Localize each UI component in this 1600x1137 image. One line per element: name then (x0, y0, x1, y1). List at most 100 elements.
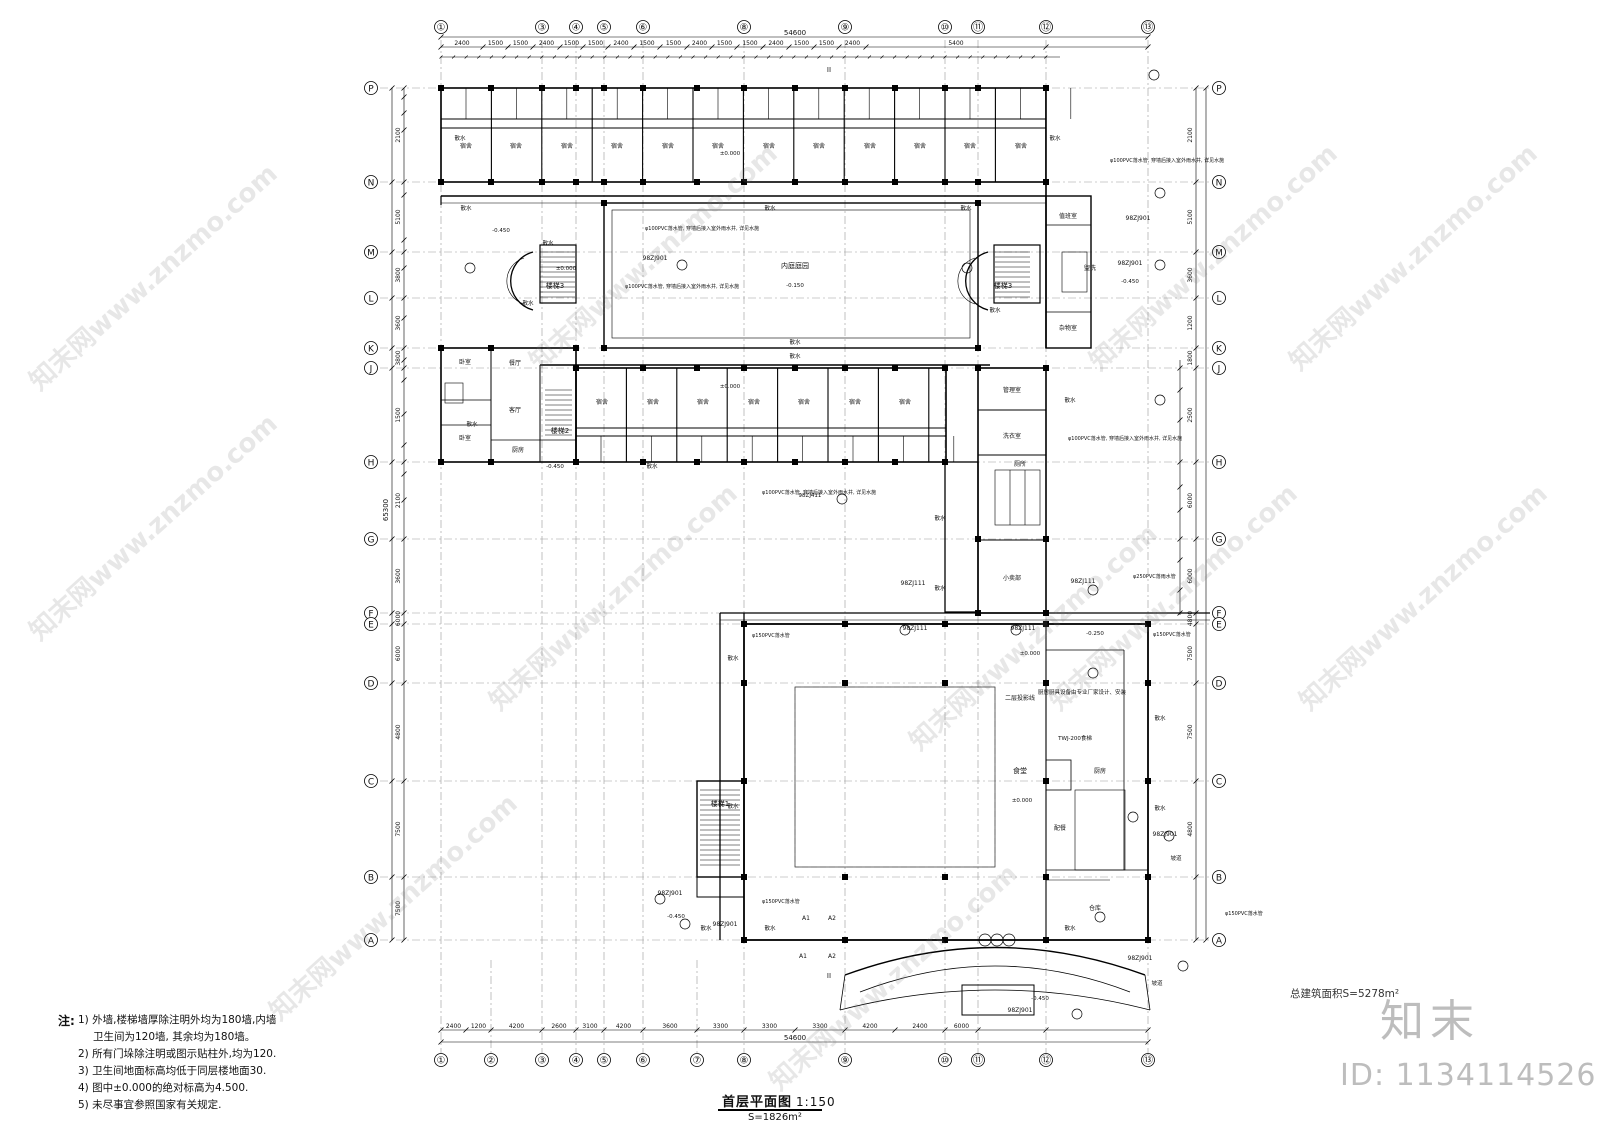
axis-bubble (535, 20, 549, 34)
dimension-tick (389, 680, 395, 686)
axis-bubble-label: ⑪ (973, 1055, 983, 1067)
dimension-tick (666, 55, 670, 59)
dimension-text: 1500 (819, 40, 834, 47)
stair3-curve-right-inner (957, 257, 976, 305)
apron-label: 散水 (454, 134, 466, 142)
building-walls (440, 87, 1210, 1016)
column (601, 179, 607, 185)
dimension-text: 1500 (488, 40, 503, 47)
dimension-text: 2400 (539, 40, 554, 47)
dimension-tick (605, 44, 611, 50)
axis-bubble (364, 175, 378, 189)
section-mark: II (827, 972, 831, 980)
axis-bubble (364, 291, 378, 305)
column (942, 85, 948, 91)
dimension-tick (829, 55, 834, 59)
axis-bubble-label: G (368, 535, 375, 545)
dimension-tick (1145, 34, 1151, 40)
column (640, 179, 646, 185)
apron-label: 散水 (1154, 804, 1166, 812)
apron-label: 散水 (1064, 396, 1076, 404)
dimension-text: 4200 (616, 1023, 631, 1030)
dimension-text: 1500 (513, 40, 528, 47)
caretaker-apartment (440, 347, 577, 463)
grid-ref: A1 (799, 953, 807, 960)
column (1043, 680, 1049, 686)
floor-area: S=1826m² (748, 1112, 802, 1123)
axis-bubble (484, 1053, 498, 1067)
column (640, 459, 646, 465)
axis-bubble-label: D (368, 679, 375, 689)
dimension-tick (401, 85, 407, 91)
column (1043, 621, 1049, 627)
dimension-tick (580, 44, 586, 50)
pipe-note: φ100PVC落水管, 穿墙后接入室外雨水井, 详见水施 (645, 225, 759, 232)
dimension-text: 2400 (845, 40, 860, 47)
dimension-text: 7500 (395, 901, 402, 916)
dimension-tick (615, 55, 620, 59)
room-label-kitchen-south: 厨房 (1094, 767, 1106, 775)
dimension-text: 3300 (713, 1023, 728, 1030)
standard-ref: 98ZJ901 (643, 255, 668, 262)
dimension-tick (741, 1027, 747, 1033)
entrance-ramp-outer (844, 946, 1146, 976)
dimension-tick (880, 55, 884, 59)
room-label-dining: 餐厅 (509, 359, 521, 367)
dimension-text: 7500 (1187, 646, 1194, 661)
dimension-tick (863, 44, 869, 50)
column (842, 179, 848, 185)
standard-ref: 98ZJ901 (1153, 831, 1178, 838)
note-3: 3) 卫生间地面标高均低于同层楼地面30. (78, 1065, 267, 1077)
dimension-tick (401, 411, 407, 417)
axis-bubble (569, 1053, 583, 1067)
column (539, 179, 545, 185)
bathroom-fixture (444, 382, 464, 404)
dimension-tick (401, 192, 407, 198)
total-area: 总建筑面积S=5278m² (1290, 988, 1400, 1000)
axis-bubble-label: F (1216, 609, 1221, 619)
axis-bubble (838, 20, 852, 34)
column (741, 937, 747, 943)
axis-bubble-label: C (1216, 777, 1222, 787)
dimension-tick (389, 621, 395, 627)
column (942, 459, 948, 465)
dimension-tick (1193, 680, 1199, 686)
dimension-text: 2100 (395, 493, 402, 508)
note-4: 4) 图中±0.000的绝对标高为4.500. (78, 1082, 249, 1094)
dimension-tick (401, 315, 407, 321)
column (1043, 179, 1049, 185)
dimension-text: 6000 (395, 646, 402, 661)
axis-bubble (1039, 20, 1053, 34)
apron-label: 散水 (1049, 134, 1061, 142)
room-label-dorm: 宿舍 (647, 398, 659, 406)
dimension-tick (573, 1027, 579, 1033)
reference-marker (1094, 911, 1106, 923)
room-label-courtyard: 内庭庭园 (781, 261, 809, 270)
dimension-tick (488, 1027, 494, 1033)
pipe-note: φ250PVC落雨水管 (1133, 573, 1176, 580)
dimension-tick (389, 345, 395, 351)
dumbwaiter (1045, 759, 1072, 791)
dimension-text: 2100 (1187, 127, 1194, 142)
dimension-tick (1177, 387, 1183, 393)
dimension-tick (640, 1027, 646, 1033)
column (892, 365, 898, 371)
room-label-shop: 小卖部 (1003, 574, 1021, 582)
dimension-tick (1145, 44, 1151, 50)
grid-ref: A2 (828, 953, 836, 960)
dimension-text: 2400 (912, 1023, 927, 1030)
dimension-tick (451, 55, 456, 59)
axis-bubble-label: ⑧ (740, 1056, 749, 1067)
dimension-text: 1200 (1187, 315, 1194, 330)
column (842, 937, 848, 943)
dimension-tick (653, 55, 657, 59)
brand-logo: 知末 (1380, 996, 1480, 1047)
column (1043, 874, 1049, 880)
dimension-tick (817, 55, 821, 59)
dimension-tick (401, 442, 407, 448)
room-label-stair2: 楼梯2 (551, 426, 569, 435)
ramp-label: 坡道 (1151, 979, 1163, 987)
column (573, 345, 579, 351)
